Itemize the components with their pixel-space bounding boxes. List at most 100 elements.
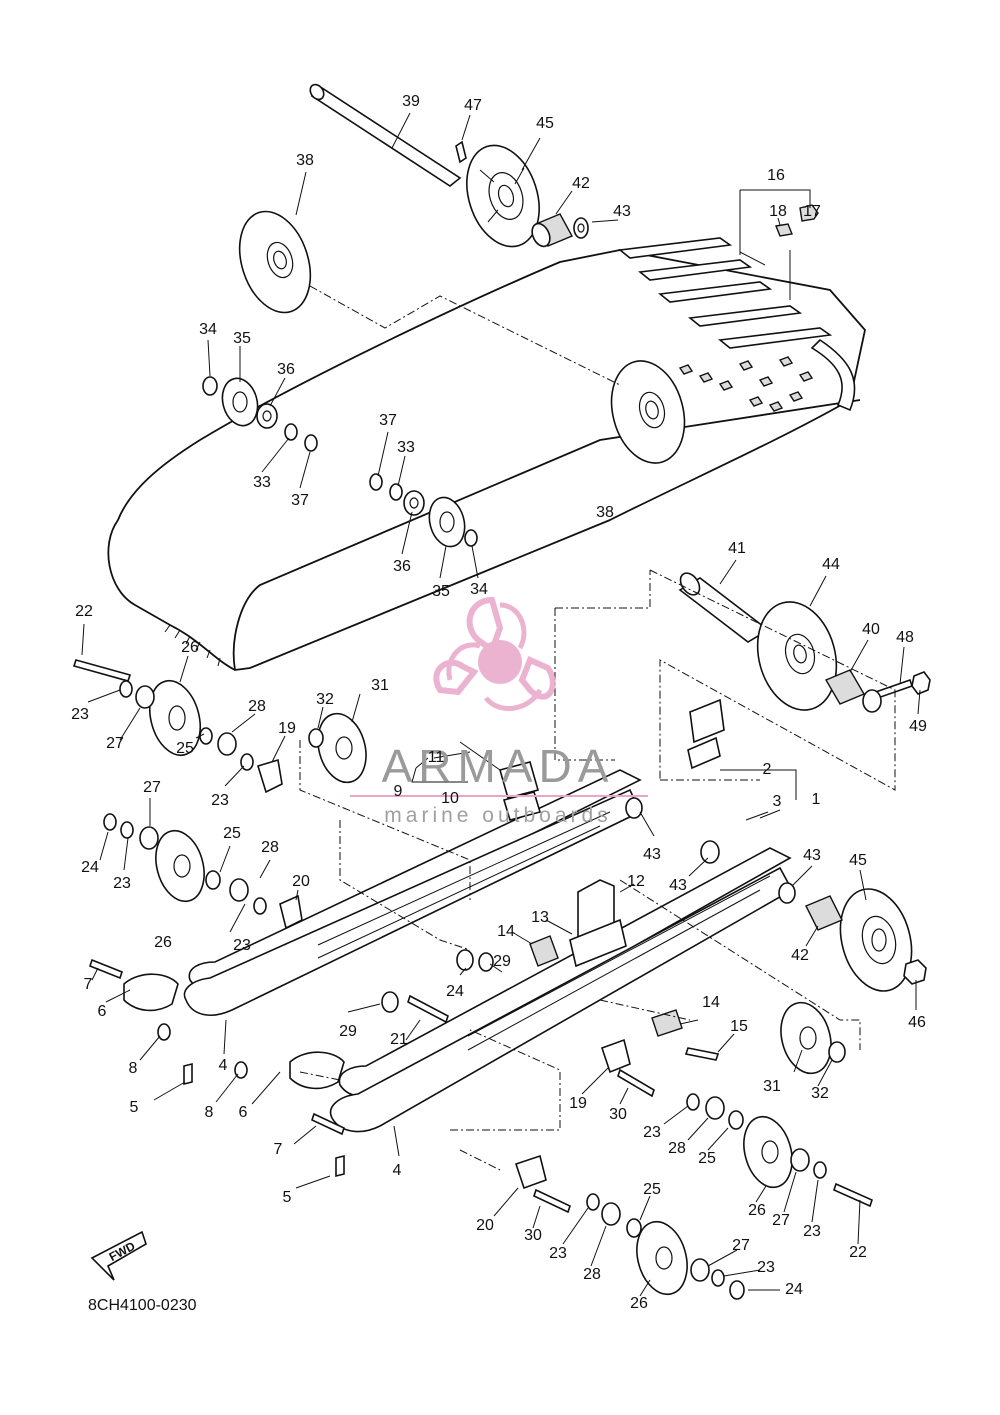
track-cleats <box>618 237 856 412</box>
fwd-arrow: FWD <box>90 1230 147 1281</box>
callout: 8 <box>205 1104 214 1121</box>
callout: 43 <box>613 203 631 220</box>
callout: 27 <box>772 1212 790 1229</box>
callout: 33 <box>397 439 415 456</box>
bracket-2-3 <box>687 698 769 821</box>
document-code: 8CH4100-0230 <box>88 1297 197 1314</box>
idler-wheel-45-lower <box>839 888 913 992</box>
callout: 20 <box>476 1217 494 1234</box>
idler-wheel-38-left <box>238 210 312 314</box>
callout: 28 <box>583 1266 601 1283</box>
callout: 49 <box>909 718 927 735</box>
slide-rail-left <box>183 769 642 1016</box>
nut-49 <box>911 671 931 695</box>
wheel-hardware <box>72 659 873 1300</box>
callout: 37 <box>291 492 309 509</box>
callout: 38 <box>296 152 314 169</box>
block-14-right <box>651 1009 683 1037</box>
callout: 30 <box>609 1106 627 1123</box>
callout: 23 <box>549 1245 567 1262</box>
callout: 32 <box>811 1085 829 1102</box>
callout: 2 <box>763 761 772 778</box>
rear-wheel-44 <box>756 601 838 711</box>
callout: 25 <box>176 740 194 757</box>
callout: 23 <box>803 1223 821 1240</box>
callout: 27 <box>106 735 124 752</box>
callout: 4 <box>219 1057 228 1074</box>
callout: 7 <box>84 976 93 993</box>
callout: 46 <box>908 1014 926 1031</box>
callout: 16 <box>767 167 785 184</box>
callout: 23 <box>757 1259 775 1276</box>
callout: 13 <box>531 909 549 926</box>
callout: 34 <box>199 321 217 338</box>
bolt-48 <box>862 678 914 713</box>
callout: 25 <box>698 1150 716 1167</box>
callout: 7 <box>274 1141 283 1158</box>
rail-tips <box>89 958 720 1178</box>
callout: 10 <box>441 790 459 807</box>
callout: 22 <box>75 603 93 620</box>
callout: 15 <box>730 1018 748 1035</box>
callout: 43 <box>643 846 661 863</box>
callout: 19 <box>278 720 296 737</box>
callout: 6 <box>239 1104 248 1121</box>
callout: 44 <box>822 556 840 573</box>
callout: 32 <box>316 691 334 708</box>
callout: 6 <box>98 1003 107 1020</box>
callout: 17 <box>803 203 821 220</box>
callout: 3 <box>773 793 782 810</box>
block-14-left <box>529 935 559 967</box>
callout: 28 <box>668 1140 686 1157</box>
callout: 26 <box>630 1295 648 1312</box>
callout: 11 <box>428 749 445 766</box>
watermark-brand: ARMADA <box>382 740 615 792</box>
callout: 24 <box>446 983 464 1000</box>
callout: 12 <box>627 873 645 890</box>
assembly-guide-lines <box>299 285 896 1171</box>
callout: 14 <box>497 923 515 940</box>
callout: 34 <box>470 581 488 598</box>
callout: 28 <box>261 839 279 856</box>
callout: 5 <box>283 1189 292 1206</box>
callout: 41 <box>728 540 746 557</box>
callout: 23 <box>211 792 229 809</box>
shaft-39 <box>309 83 462 187</box>
arms-19-20 <box>256 758 655 1214</box>
callout: 20 <box>292 873 310 890</box>
callout: 26 <box>181 639 199 656</box>
callout: 29 <box>339 1023 357 1040</box>
callout: 39 <box>402 93 420 110</box>
callout: 1 <box>812 791 821 808</box>
propeller-logo <box>433 596 556 711</box>
callout: 23 <box>113 875 131 892</box>
callout: 22 <box>849 1244 867 1261</box>
callout: 29 <box>493 953 511 970</box>
watermark: ARMADA marine outboards <box>350 596 648 827</box>
callout: 14 <box>702 994 720 1011</box>
callout: 26 <box>748 1202 766 1219</box>
callout: 9 <box>394 783 403 800</box>
callout: 43 <box>669 877 687 894</box>
callout: 5 <box>130 1099 139 1116</box>
callout: 25 <box>223 825 241 842</box>
callout: 26 <box>154 934 172 951</box>
callout: 25 <box>643 1181 661 1198</box>
callout: 48 <box>896 629 914 646</box>
collar-42-lower <box>805 895 843 931</box>
callout: 35 <box>432 583 450 600</box>
center-bracket-12 <box>569 879 627 968</box>
nut-46 <box>903 959 927 985</box>
idler-wheel-38-center <box>610 360 686 464</box>
callout: 35 <box>233 330 251 347</box>
collar-40 <box>824 669 866 705</box>
watermark-tagline: marine outboards <box>384 804 611 827</box>
callout: 18 <box>769 203 787 220</box>
callout: 37 <box>379 412 397 429</box>
callout: 27 <box>143 779 161 796</box>
callout: 47 <box>464 97 482 114</box>
callout: 8 <box>129 1060 138 1077</box>
callout: 36 <box>277 361 295 378</box>
callout-labels: 39 47 45 38 42 43 16 18 17 34 35 36 33 3… <box>71 93 927 1312</box>
